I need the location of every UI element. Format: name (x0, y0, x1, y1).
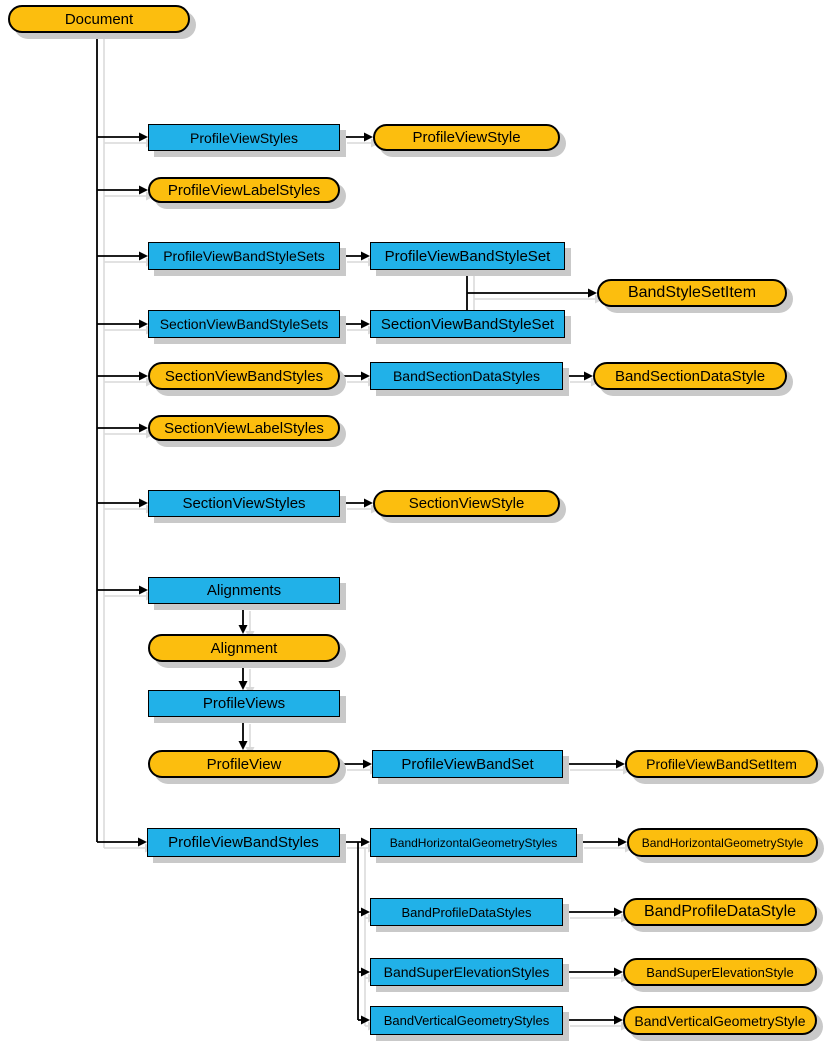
node-label: Alignment (210, 639, 278, 657)
node-label: ProfileViewBandSetItem (646, 756, 797, 772)
node-bandHorizontalGeometryStyle[interactable]: BandHorizontalGeometryStyle (627, 828, 818, 857)
node-label: ProfileView (206, 755, 282, 773)
node-label: BandProfileDataStyle (643, 903, 797, 920)
node-label: BandVerticalGeometryStyle (634, 1012, 806, 1029)
node-bandProfileDataStyle[interactable]: BandProfileDataStyle (623, 898, 817, 926)
node-label: ProfileViewStyle (412, 129, 521, 146)
node-label: BandSectionDataStyles (392, 368, 541, 384)
node-label: ProfileViews (202, 695, 286, 712)
node-bandProfileDataStyles[interactable]: BandProfileDataStyles (370, 898, 563, 926)
node-label: BandSectionDataStyle (614, 367, 766, 385)
node-bandStyleSetItem[interactable]: BandStyleSetItem (597, 279, 787, 307)
node-sectionViewBandStyleSets[interactable]: SectionViewBandStyleSets (148, 310, 340, 338)
node-profileViewBandStyleSet[interactable]: ProfileViewBandStyleSet (370, 242, 565, 270)
node-label: Alignments (206, 582, 282, 599)
node-label: SectionViewStyle (408, 495, 525, 512)
node-label: BandSuperElevationStyle (646, 964, 794, 980)
node-alignments[interactable]: Alignments (148, 577, 340, 604)
node-bandSectionDataStyle[interactable]: BandSectionDataStyle (593, 362, 787, 390)
node-bandVerticalGeometryStyles[interactable]: BandVerticalGeometryStyles (370, 1006, 563, 1035)
node-sectionViewStyles[interactable]: SectionViewStyles (148, 490, 340, 517)
node-profileViewBandStyleSets[interactable]: ProfileViewBandStyleSets (148, 242, 340, 270)
node-label: ProfileViewLabelStyles (167, 181, 321, 199)
node-label: SectionViewStyles (182, 495, 306, 512)
node-label: BandVerticalGeometryStyles (383, 1013, 550, 1028)
node-profileViews[interactable]: ProfileViews (148, 690, 340, 717)
node-document[interactable]: Document (8, 5, 190, 33)
node-profileViewStyle[interactable]: ProfileViewStyle (373, 124, 560, 151)
node-label: BandProfileDataStyles (401, 904, 532, 920)
node-profileViewBandSet[interactable]: ProfileViewBandSet (372, 750, 563, 778)
node-label: ProfileViewStyles (190, 129, 298, 146)
node-profileViewLabelStyles[interactable]: ProfileViewLabelStyles (148, 177, 340, 203)
node-label: BandHorizontalGeometryStyles (389, 835, 558, 850)
node-label: ProfileViewBandStyleSet (384, 247, 551, 265)
node-sectionViewBandStyleSet[interactable]: SectionViewBandStyleSet (370, 310, 565, 338)
node-sectionViewBandStyles[interactable]: SectionViewBandStyles (148, 362, 340, 390)
node-label: BandSuperElevationStyles (383, 964, 550, 980)
node-label: ProfileViewBandStyles (168, 834, 319, 851)
node-bandVerticalGeometryStyle[interactable]: BandVerticalGeometryStyle (623, 1006, 817, 1035)
node-sectionViewStyle[interactable]: SectionViewStyle (373, 490, 560, 517)
node-label: SectionViewBandStyles (164, 367, 324, 385)
node-bandSectionDataStyles[interactable]: BandSectionDataStyles (370, 362, 563, 390)
node-label: ProfileViewBandSet (401, 755, 534, 773)
node-sectionViewLabelStyles[interactable]: SectionViewLabelStyles (148, 415, 340, 441)
node-bandHorizontalGeometryStyles[interactable]: BandHorizontalGeometryStyles (370, 828, 577, 857)
node-bandSuperElevationStyle[interactable]: BandSuperElevationStyle (623, 958, 817, 986)
node-profileViewBandSetItem[interactable]: ProfileViewBandSetItem (625, 750, 818, 778)
node-bandSuperElevationStyles[interactable]: BandSuperElevationStyles (370, 958, 563, 986)
node-label: BandStyleSetItem (627, 284, 757, 301)
node-label: SectionViewLabelStyles (164, 419, 324, 437)
node-profileViewStyles[interactable]: ProfileViewStyles (148, 124, 340, 151)
node-profileViewBandStyles[interactable]: ProfileViewBandStyles (147, 828, 340, 857)
node-label: Document (64, 10, 134, 28)
node-label: BandHorizontalGeometryStyle (641, 835, 804, 850)
node-profileView[interactable]: ProfileView (148, 750, 340, 778)
node-label: SectionViewBandStyleSets (159, 316, 329, 332)
node-label: ProfileViewBandStyleSets (163, 248, 325, 264)
node-label: SectionViewBandStyleSet (380, 315, 555, 333)
node-alignment[interactable]: Alignment (148, 634, 340, 662)
